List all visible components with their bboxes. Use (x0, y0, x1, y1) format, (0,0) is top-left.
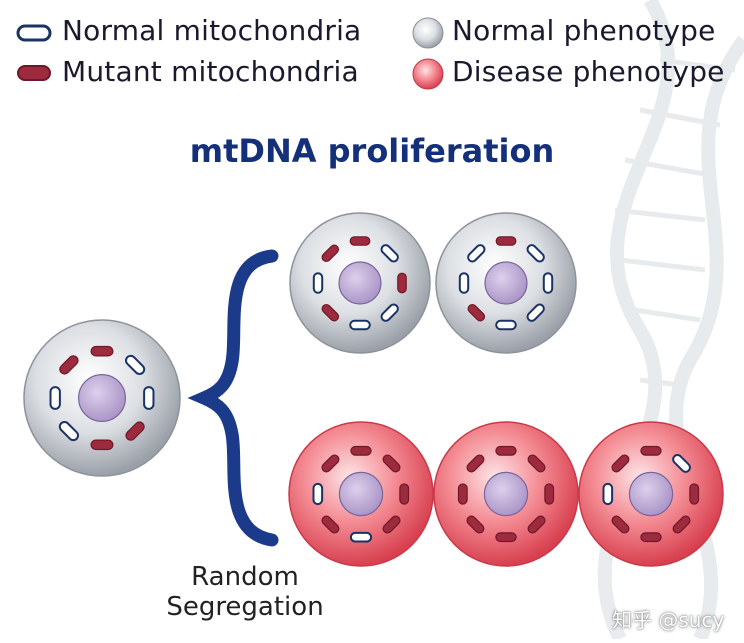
normal-mitochondrion (602, 482, 614, 506)
normal-mitochondrion (312, 272, 324, 294)
mutant-mitochondria-icon (17, 65, 51, 81)
nucleus (338, 261, 382, 305)
mutant-mitochondrion (611, 515, 630, 534)
nucleus (628, 471, 674, 517)
mutant-mitochondrion (350, 445, 372, 456)
cells-layer (23, 212, 724, 567)
nucleus (483, 471, 529, 517)
normal-mitochondrion (380, 303, 399, 322)
disease-phenotype-icon (412, 58, 444, 90)
daughter-disease-1 (288, 421, 434, 567)
mutant-mitochondrion (321, 244, 340, 263)
mutant-mitochondrion (640, 445, 662, 456)
normal-mitochondrion (125, 354, 146, 375)
legend-mutant-mitochondria-label: Mutant mitochondria (62, 55, 359, 88)
segregation-label-line2: Segregation (166, 592, 324, 622)
normal-mitochondria-icon (16, 24, 52, 42)
mutant-mitochondrion (467, 303, 486, 322)
normal-phenotype-icon (412, 17, 444, 49)
normal-mitochondrion (312, 482, 324, 506)
mutant-mitochondrion (527, 515, 546, 534)
mutant-mitochondrion (90, 439, 114, 451)
mutant-mitochondrion (59, 355, 79, 375)
mutant-mitochondrion (321, 454, 340, 473)
segregation-label-line1: Random (191, 562, 299, 592)
mutant-mitochondrion (399, 483, 410, 505)
normal-mitochondrion (526, 303, 545, 322)
mutant-mitochondrion (321, 515, 340, 534)
daughter-disease-3 (578, 421, 724, 567)
daughter-normal-2 (435, 212, 577, 354)
daughter-normal-1 (289, 212, 431, 354)
mutant-mitochondrion (495, 236, 517, 246)
segregation-brace (187, 249, 279, 547)
normal-mitochondrion (542, 272, 554, 294)
mutant-mitochondrion (90, 345, 114, 357)
normal-mitochondrion (526, 244, 545, 263)
nucleus (338, 471, 384, 517)
parent-cell (23, 319, 181, 477)
mutant-mitochondrion (382, 454, 401, 473)
mutant-mitochondrion (544, 483, 555, 505)
normal-mitochondrion (143, 386, 155, 410)
normal-mitochondrion (58, 421, 79, 442)
normal-mitochondrion (495, 319, 517, 331)
normal-mitochondrion (672, 454, 691, 473)
mutant-mitochondrion (125, 421, 145, 441)
mutant-mitochondrion (466, 454, 485, 473)
mutant-mitochondrion (457, 483, 468, 505)
mutant-mitochondrion (495, 532, 517, 543)
mutant-mitochondrion (527, 454, 546, 473)
legend-normal-mitochondria-label: Normal mitochondria (62, 14, 362, 47)
daughter-disease-2 (433, 421, 579, 567)
legend-disease-phenotype-label: Disease phenotype (452, 55, 725, 88)
legend-normal-phenotype-label: Normal phenotype (452, 14, 716, 47)
watermark: 知乎 @sucy (612, 608, 725, 632)
mutant-mitochondrion (382, 515, 401, 534)
normal-mitochondrion (458, 272, 470, 294)
mutant-mitochondrion (611, 454, 630, 473)
mutant-mitochondrion (495, 445, 517, 456)
mutant-mitochondrion (466, 515, 485, 534)
mutant-mitochondrion (640, 532, 662, 543)
mutant-mitochondrion (349, 236, 371, 246)
normal-mitochondrion (349, 531, 373, 543)
mutant-mitochondrion (672, 515, 691, 534)
normal-mitochondrion (49, 386, 61, 410)
nucleus (77, 374, 126, 423)
diagram-title: mtDNA proliferation (189, 132, 555, 170)
mutant-mitochondrion (397, 272, 407, 294)
normal-mitochondrion (467, 244, 486, 263)
mutant-mitochondrion (689, 483, 700, 505)
normal-mitochondrion (380, 244, 399, 263)
nucleus (484, 261, 528, 305)
normal-mitochondrion (349, 319, 371, 331)
mutant-mitochondrion (321, 303, 340, 322)
